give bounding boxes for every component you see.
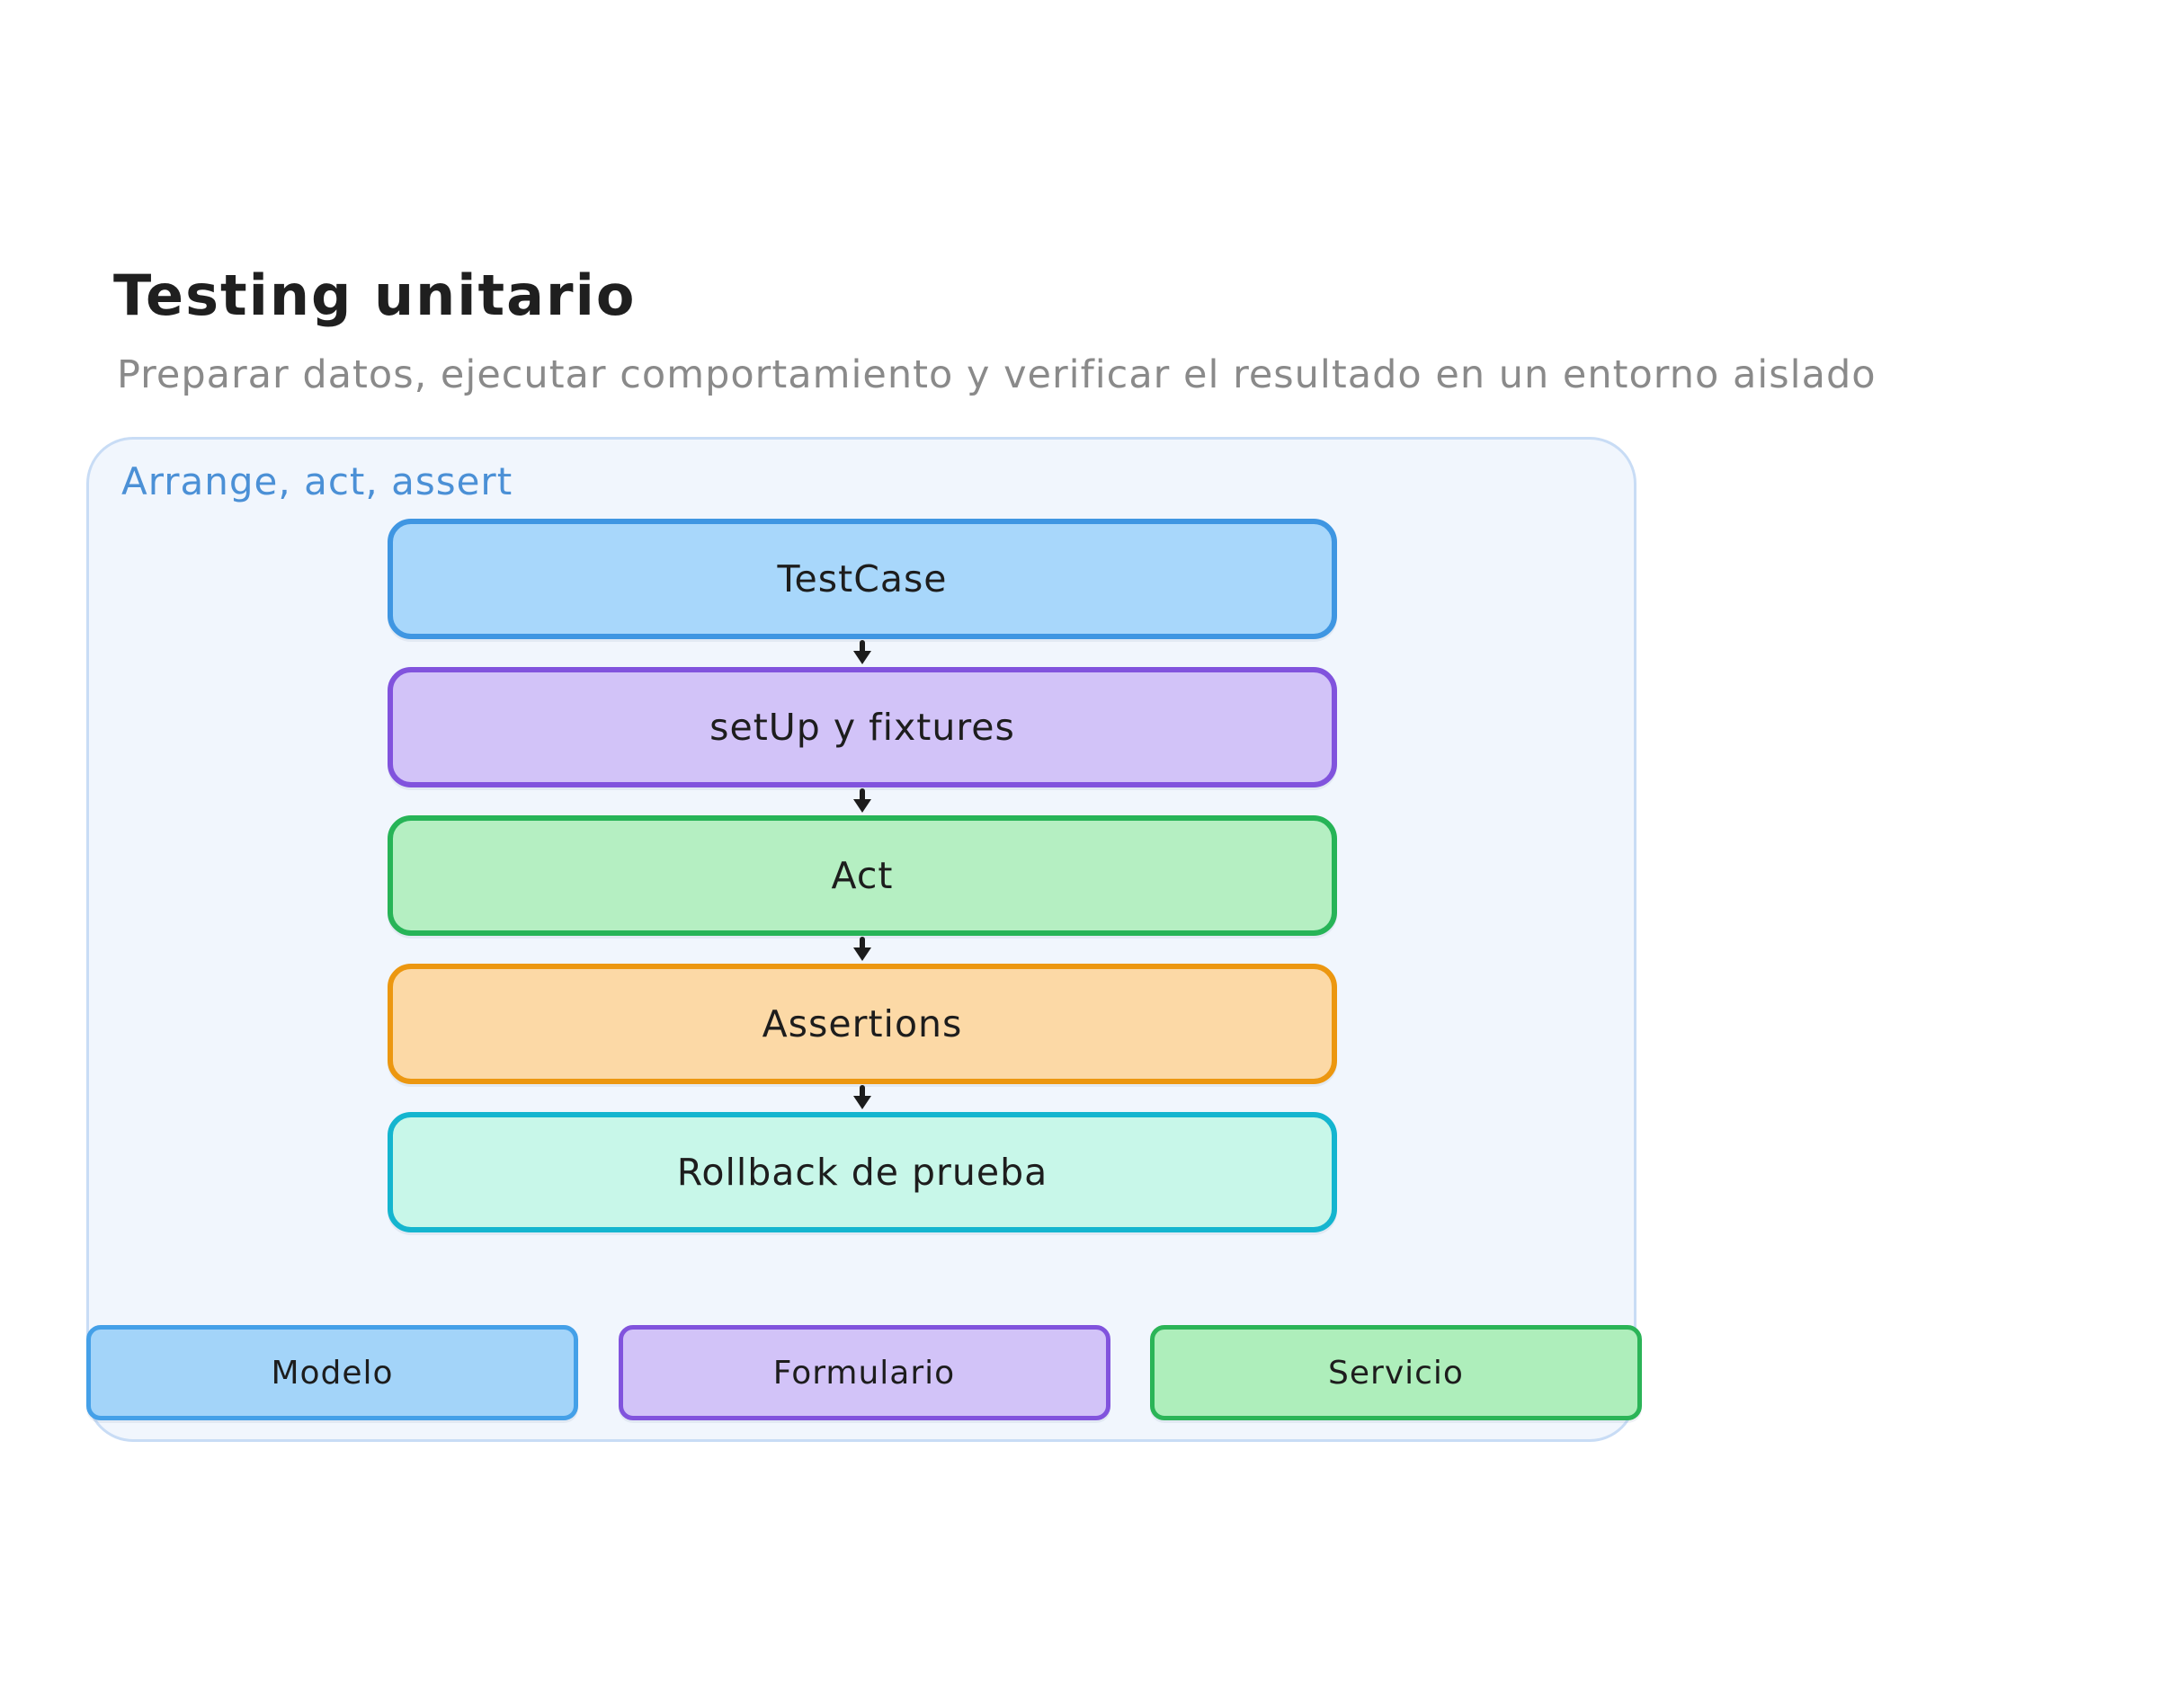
flow-node-label: Rollback de prueba: [676, 1151, 1048, 1194]
target-node-servicio: Servicio: [1150, 1325, 1642, 1420]
flow-node-testcase: TestCase: [388, 519, 1337, 639]
frame-label: Arrange, act, assert: [121, 459, 513, 503]
targets-row: Modelo Formulario Servicio: [86, 1325, 1642, 1420]
flow-node-rollback: Rollback de prueba: [388, 1112, 1337, 1232]
flow-node-label: Assertions: [762, 1002, 963, 1045]
flow-node-label: TestCase: [777, 557, 948, 600]
arrow-down-icon: [851, 639, 874, 667]
target-node-formulario: Formulario: [618, 1325, 1110, 1420]
flow-node-setup: setUp y fixtures: [388, 667, 1337, 787]
page-subtitle: Preparar datos, ejecutar comportamiento …: [117, 352, 1877, 397]
arrow-down-icon: [851, 1084, 874, 1112]
flow-node-assertions: Assertions: [388, 964, 1337, 1084]
flow-node-label: Act: [831, 854, 894, 897]
flow-node-act: Act: [388, 815, 1337, 936]
arrow-down-icon: [851, 936, 874, 964]
flow-node-label: setUp y fixtures: [709, 706, 1015, 749]
target-node-label: Formulario: [772, 1354, 956, 1392]
arrow-down-icon: [851, 787, 874, 815]
page-title: Testing unitario: [113, 262, 637, 328]
target-node-modelo: Modelo: [86, 1325, 578, 1420]
target-node-label: Modelo: [271, 1354, 394, 1392]
arrange-act-assert-frame: Arrange, act, assert TestCase setUp y fix…: [86, 437, 1642, 1442]
target-node-label: Servicio: [1328, 1354, 1464, 1392]
